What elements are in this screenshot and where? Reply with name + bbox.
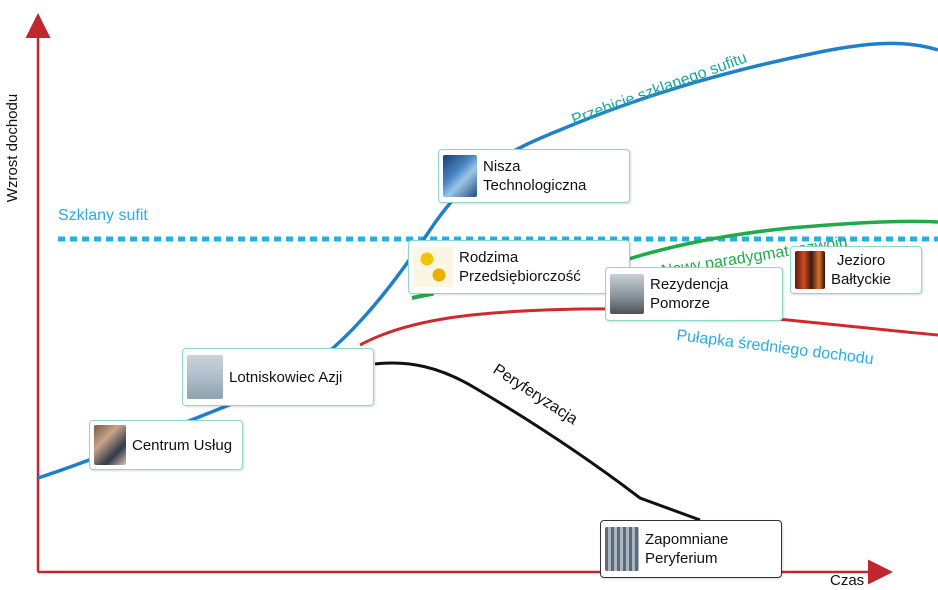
curve-peripherization <box>374 361 701 522</box>
y-axis-label: Wzrost dochodu <box>4 94 21 202</box>
scenario-label: Jezioro Bałtyckie <box>831 252 892 288</box>
red-photo-icon <box>795 251 825 289</box>
curve-new-paradigm <box>609 219 938 267</box>
scenario-card-nisza-technologiczna: Nisza Technologiczna <box>438 149 630 203</box>
scenario-card-lotniskowiec-azji: Lotniskowiec Azji <box>182 348 374 406</box>
scenario-label: Zapomniane Peryferium <box>645 531 729 567</box>
curve-middle-income-trap <box>359 307 938 347</box>
x-axis-label: Czas <box>830 572 864 589</box>
glass-ceiling-label: Szklany sufit <box>58 207 148 224</box>
label-breakthrough: Przebicie szklanego sufitu <box>570 50 750 129</box>
sky-photo-icon <box>187 355 223 399</box>
label-peripherization: Peryferyzacja <box>490 361 581 428</box>
scenario-card-zapomniane-peryferium: Zapomniane Peryferium <box>600 520 782 578</box>
scenario-card-rezydencja-pomorze: Rezydencja Pomorze <box>605 267 783 321</box>
scenario-card-jezioro-baltyckie: Jezioro Bałtyckie <box>790 246 922 294</box>
lake-photo-icon <box>610 274 644 314</box>
scenario-label: Centrum Usług <box>132 436 233 454</box>
label-middle-income-trap: Pułapka średniego dochodu <box>676 327 875 368</box>
tech-photo-icon <box>443 155 477 197</box>
scenario-label: Rodzima Przedsiębiorczość <box>459 249 581 285</box>
scenario-card-rodzima-przedsiebiorczosc: Rodzima Przedsiębiorczość <box>408 240 630 294</box>
scenario-card-centrum-uslug: Centrum Usług <box>89 420 243 470</box>
building-photo-icon <box>605 527 639 571</box>
people-photo-icon <box>94 425 126 465</box>
scenario-label: Lotniskowiec Azji <box>229 368 343 386</box>
chain-photo-icon <box>413 247 453 287</box>
scenario-label: Rezydencja Pomorze <box>650 276 729 312</box>
scenario-label: Nisza Technologiczna <box>483 158 587 194</box>
